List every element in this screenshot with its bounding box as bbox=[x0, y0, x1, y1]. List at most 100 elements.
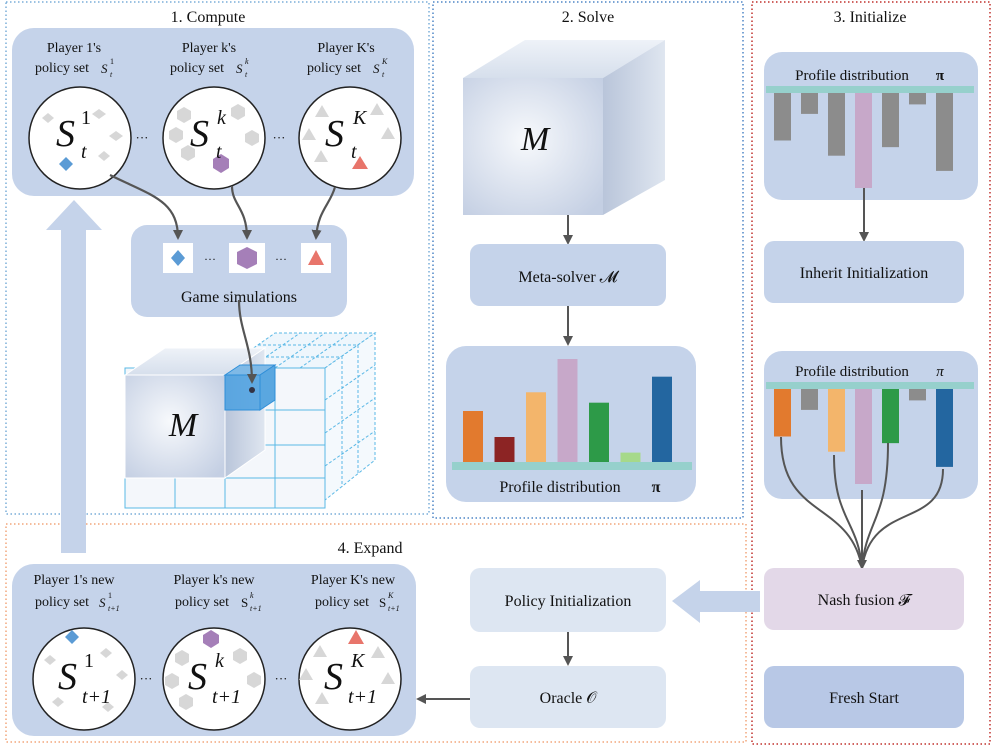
bar-7 bbox=[936, 389, 953, 467]
new-player-k-label: Player k's new policy set S k t+1 bbox=[173, 573, 261, 613]
bar-5 bbox=[882, 93, 899, 148]
gray-triangle-icon bbox=[370, 103, 384, 115]
set-superscript: k bbox=[217, 107, 227, 129]
ellipsis: ··· bbox=[140, 671, 153, 686]
bar-1 bbox=[463, 411, 483, 463]
solve-panel-border bbox=[432, 1, 744, 519]
arrow-playerK-to-sim bbox=[311, 186, 337, 240]
new-player-k-set-sym: S bbox=[241, 595, 248, 610]
player-K-name: Player K's bbox=[317, 41, 374, 56]
red-triangle-icon bbox=[308, 250, 324, 265]
new-player-K-set-sup: K bbox=[387, 591, 394, 600]
player-1-policy-text: policy set bbox=[35, 61, 89, 76]
bar-2 bbox=[494, 437, 515, 463]
player-k-set-sub: t bbox=[245, 70, 248, 79]
gray-diamond-icon bbox=[109, 131, 123, 141]
set-symbol: S bbox=[324, 656, 343, 698]
set-subscript: t+1 bbox=[348, 686, 377, 708]
inherit-profile-label: Profile distribution bbox=[795, 68, 909, 84]
player-k-set-sup: k bbox=[245, 57, 249, 66]
gray-triangle-icon bbox=[314, 150, 328, 162]
bar-7 bbox=[652, 376, 672, 463]
gray-hexagon-icon bbox=[165, 673, 179, 689]
gray-triangle-icon bbox=[381, 127, 395, 139]
nash-fusion-label: Nash fusion 𝓕 bbox=[818, 592, 914, 609]
set-symbol: S bbox=[188, 656, 207, 698]
bar-1 bbox=[774, 389, 791, 437]
new-player-k-name: Player k's new bbox=[173, 573, 255, 588]
gray-triangle-icon bbox=[315, 692, 329, 704]
bar-4 bbox=[855, 93, 872, 188]
player-k-label: Player k's policy set S k t bbox=[170, 41, 249, 79]
gray-diamond-icon bbox=[100, 648, 112, 658]
fusion-profile-label: Profile distribution bbox=[795, 364, 909, 380]
blue-diamond-icon bbox=[59, 157, 73, 171]
profile-label: Profile distribution bbox=[499, 479, 620, 496]
payoff-tensor-grid bbox=[123, 332, 377, 509]
new-player-k-set-sub: t+1 bbox=[250, 604, 262, 613]
player-1-set-sym: S bbox=[101, 61, 108, 76]
set-superscript: 1 bbox=[84, 650, 94, 672]
player-k-policy-text: policy set bbox=[170, 61, 224, 76]
fusion-chart-baseline bbox=[766, 382, 974, 389]
ellipsis: ··· bbox=[204, 252, 216, 266]
nash-fusion-box bbox=[764, 568, 964, 630]
gray-hexagon-icon bbox=[175, 650, 189, 666]
bar-5 bbox=[589, 402, 609, 463]
purple-hexagon-icon bbox=[237, 247, 257, 269]
bar-2 bbox=[801, 93, 818, 114]
expand-panel-border bbox=[5, 523, 747, 743]
profile-pi: π bbox=[652, 479, 661, 496]
gray-hexagon-icon bbox=[181, 145, 195, 161]
inherit-bar-chart bbox=[774, 93, 953, 188]
new-policy-set-circle-k: S k t+1 bbox=[162, 627, 266, 731]
gray-hexagon-icon bbox=[179, 694, 193, 710]
gray-triangle-icon bbox=[371, 646, 385, 658]
player-K-set-sym: S bbox=[373, 61, 380, 76]
gray-diamond-icon bbox=[44, 655, 56, 665]
meta-solver-box bbox=[470, 244, 666, 306]
new-policy-set-circle-1: S 1 t+1 bbox=[32, 627, 136, 731]
solve-title: 2. Solve bbox=[562, 9, 614, 26]
init-to-policy-arrow bbox=[672, 580, 760, 623]
inherit-initialization-box bbox=[764, 241, 964, 303]
player-K-policy-text: policy set bbox=[307, 61, 361, 76]
player-1-label: Player 1's policy set S 1 t bbox=[35, 41, 114, 79]
new-policy-set-circle-K: S K t+1 bbox=[298, 627, 402, 731]
new-player-K-policy-text: policy set bbox=[315, 595, 369, 610]
loop-back-arrow bbox=[46, 200, 102, 553]
bar-4 bbox=[855, 389, 872, 484]
set-superscript: K bbox=[350, 650, 366, 672]
gray-hexagon-icon bbox=[233, 648, 247, 664]
policy-initialization-box bbox=[470, 568, 666, 632]
set-superscript: K bbox=[352, 107, 368, 129]
new-player-K-set-sym: S bbox=[379, 595, 386, 610]
policy-set-circle-1: S 1 t bbox=[28, 86, 132, 190]
bar-3 bbox=[828, 389, 845, 452]
gray-triangle-icon bbox=[313, 645, 327, 657]
bar-6 bbox=[909, 93, 926, 105]
set-symbol: S bbox=[190, 113, 209, 155]
ellipsis: ··· bbox=[275, 252, 287, 266]
bar-6 bbox=[909, 389, 926, 401]
expand-title: 4. Expand bbox=[338, 540, 403, 557]
chart-baseline bbox=[452, 462, 692, 470]
ellipsis: ··· bbox=[273, 130, 286, 145]
arrow-player1-to-sim bbox=[109, 174, 183, 240]
inherit-initialization-label: Inherit Initialization bbox=[800, 265, 928, 282]
inherit-profile-pi: π bbox=[936, 68, 945, 84]
policy-set-circle-K: S K t bbox=[298, 86, 402, 190]
bar-3 bbox=[828, 93, 845, 156]
set-subscript: t+1 bbox=[82, 686, 111, 708]
set-symbol: S bbox=[58, 656, 77, 698]
gray-hexagon-icon bbox=[231, 104, 245, 120]
new-player-k-policy-text: policy set bbox=[175, 595, 229, 610]
meta-solver-label: Meta-solver 𝓜 bbox=[518, 269, 619, 286]
gray-diamond-icon bbox=[52, 697, 64, 707]
gray-diamond-icon bbox=[92, 109, 106, 119]
gray-triangle-icon bbox=[315, 105, 329, 117]
profile-bar-chart bbox=[463, 359, 672, 463]
compute-title: 1. Compute bbox=[171, 9, 246, 26]
fusion-bar-chart bbox=[774, 389, 953, 484]
blue-diamond-icon bbox=[171, 250, 185, 266]
